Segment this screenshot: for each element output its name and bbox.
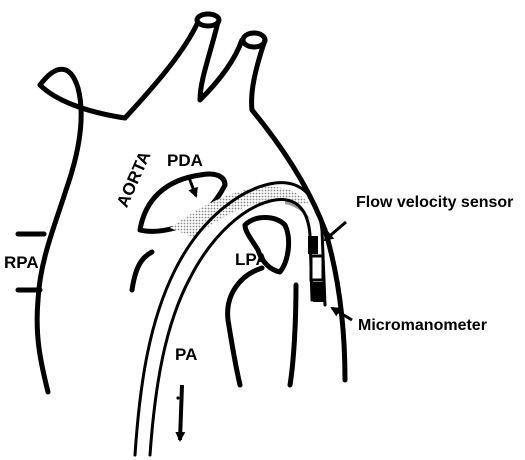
flow-sensor-pointer-arrow [325,222,346,240]
label-lpa: LPA [235,250,268,269]
flow-velocity-sensor [308,236,318,254]
label-pa: PA [175,345,197,364]
label-aorta: AORTA [113,148,154,210]
pa-flow-arrow [180,385,182,440]
label-flow-velocity-sensor: Flow velocity sensor [356,194,513,211]
pa-dot [176,396,179,399]
micromanometer-sensor [313,282,325,302]
aorta-outline-right [325,230,345,380]
pa-left-wall [132,252,152,290]
aorta-branch-1-cap [197,14,219,26]
aorta-branch-1 [200,22,242,100]
aorta-branch-2-cap [243,33,265,47]
pa-right-wall [290,285,296,385]
micromanometer-sensor-body [311,256,323,280]
label-pda: PDA [167,151,203,170]
aorta-outline-left [37,69,81,392]
label-micromanometer: Micromanometer [358,317,487,334]
label-rpa: RPA [4,253,39,272]
pa-inner-curve [228,268,262,385]
